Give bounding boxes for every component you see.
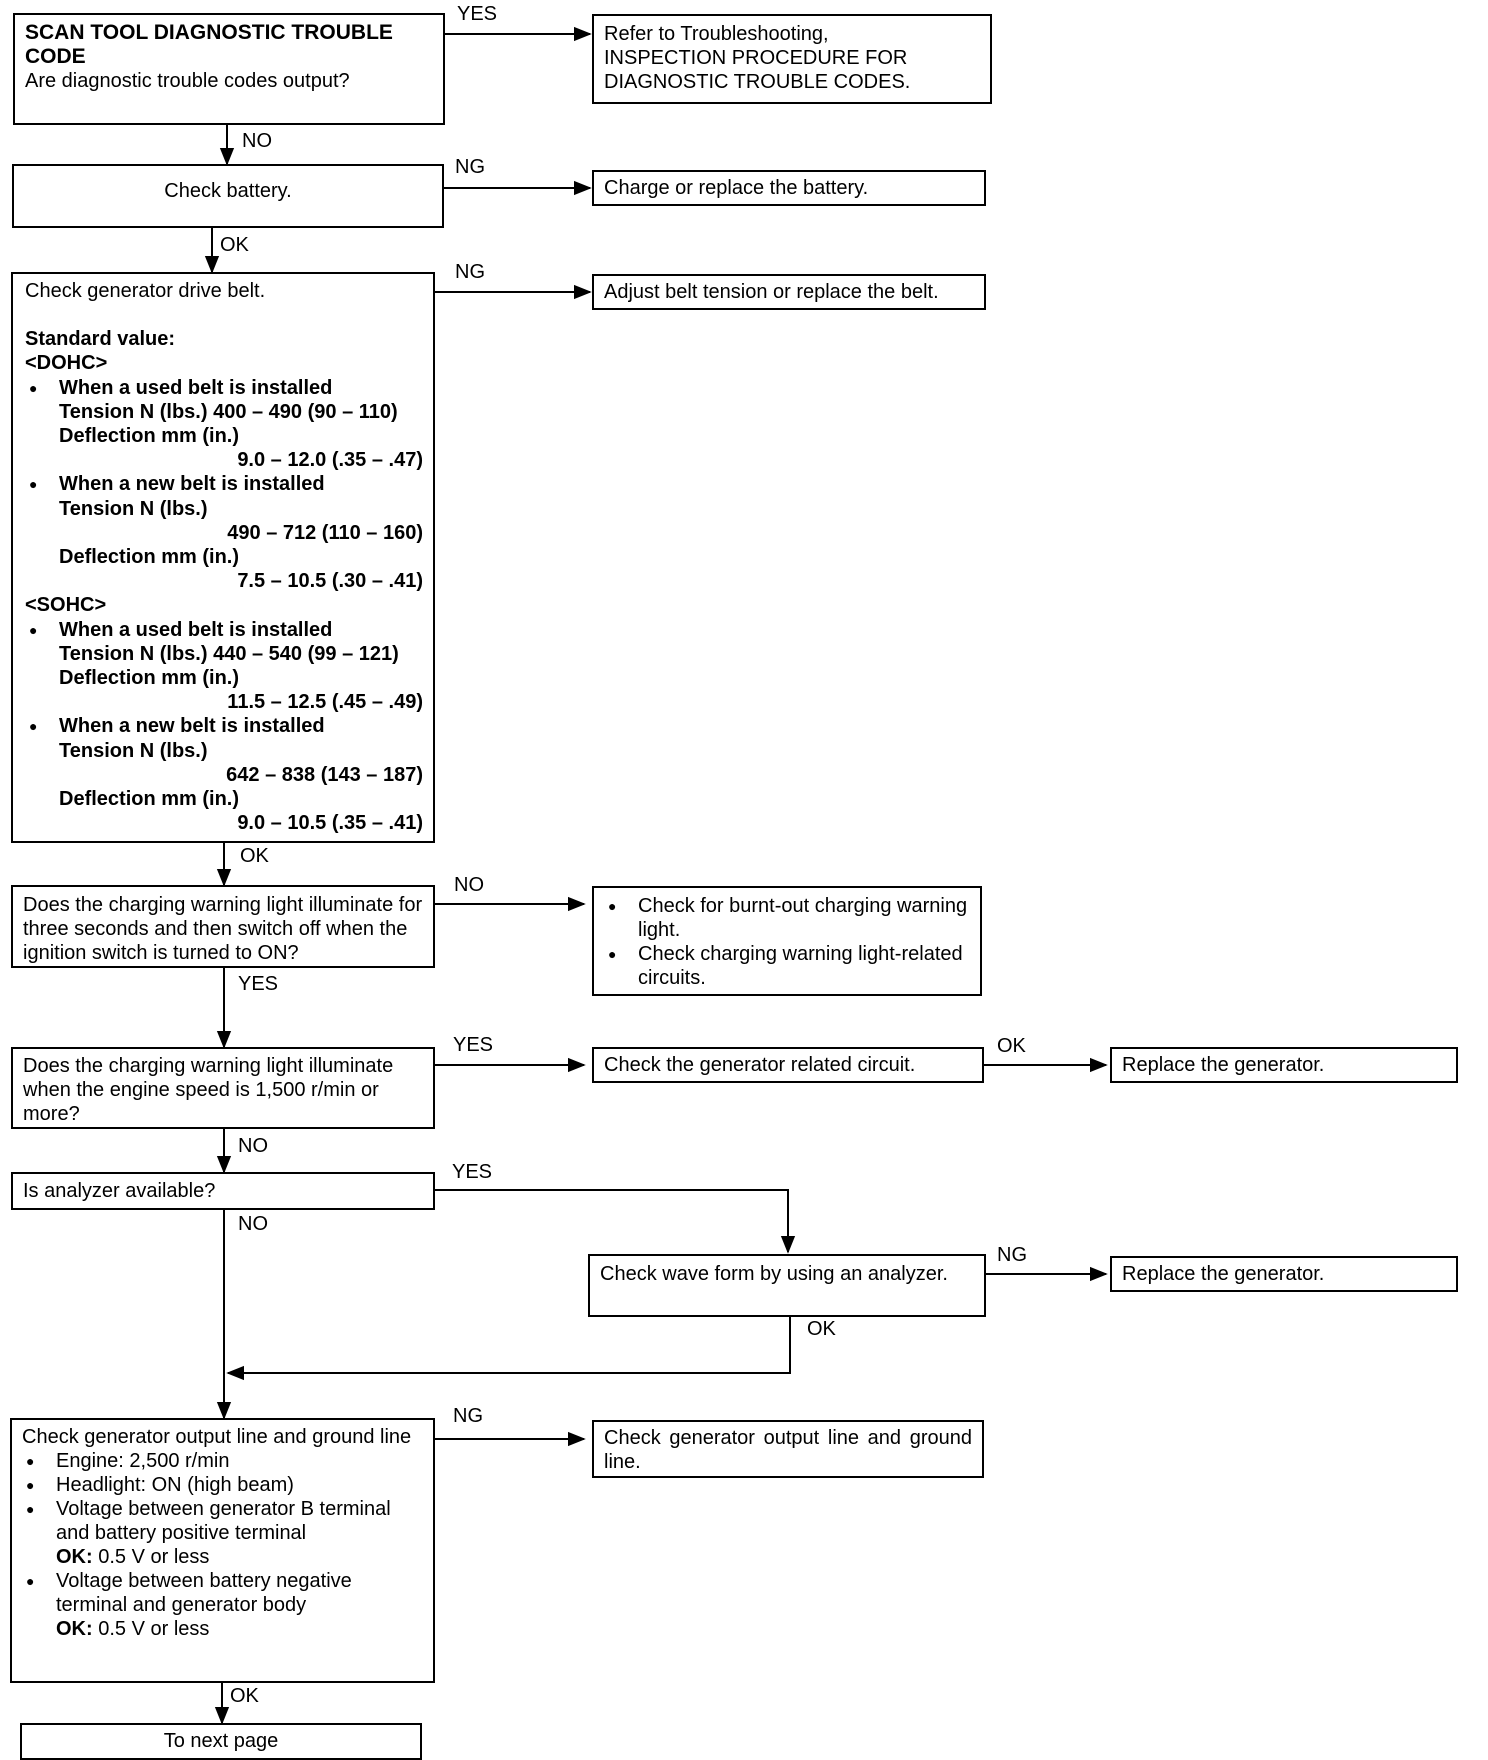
rpm-question-text: Does the charging warning light illumina…: [23, 1055, 394, 1125]
adjust-belt-box: Adjust belt tension or replace the belt.: [592, 274, 986, 310]
generator-circuit-box: Check the generator related circuit.: [592, 1047, 984, 1083]
belt-dohc-new: When a new belt is installed Tension N (…: [25, 472, 423, 593]
label-light-yes: YES: [238, 973, 279, 995]
belt-dohc-used: When a used belt is installed Tension N …: [25, 376, 423, 473]
waveform-text: Check wave form by using an analyzer.: [600, 1263, 948, 1285]
replace-generator-box-2: Replace the generator.: [1110, 1256, 1458, 1292]
replace-generator-box-1: Replace the generator.: [1110, 1047, 1458, 1083]
label-output-ok: OK: [230, 1685, 259, 1707]
check-battery-text: Check battery.: [164, 180, 292, 202]
belt-dohc-label: <DOHC>: [25, 352, 108, 375]
replace-generator-text-1: Replace the generator.: [1122, 1054, 1325, 1076]
charge-battery-box: Check battery. Charge or replace the bat…: [592, 170, 986, 206]
dtc-question-box: SCAN TOOL DIAGNOSTIC TROUBLE CODE Are di…: [13, 13, 445, 125]
warning-light-box: Does the charging warning light illumina…: [11, 885, 435, 968]
rpm-question-box: Does the charging warning light illumina…: [11, 1047, 435, 1129]
label-circuit-ok: OK: [997, 1035, 1026, 1057]
replace-generator-text-2: Replace the generator.: [1122, 1263, 1325, 1285]
label-battery-ok: OK: [220, 234, 249, 256]
output-item-engine: Engine: 2,500 r/min: [22, 1449, 423, 1473]
check-output-box: Check generator output line and ground l…: [592, 1420, 984, 1478]
output-item-b-terminal: Voltage between generator B terminal and…: [22, 1497, 423, 1569]
analyzer-question-box: Is analyzer available?: [11, 1172, 435, 1210]
belt-standard-label: Standard value:: [25, 328, 176, 351]
label-dtc-yes: YES: [457, 3, 498, 25]
label-wave-ng: NG: [997, 1244, 1027, 1266]
burnt-out-item-2: Check charging warning light-related cir…: [604, 942, 970, 990]
label-rpm-no: NO: [238, 1135, 268, 1157]
dtc-title: SCAN TOOL DIAGNOSTIC TROUBLE CODE: [25, 21, 393, 68]
refer-line-1: Refer to Troubleshooting,: [604, 23, 829, 45]
warning-light-text: Does the charging warning light illumina…: [23, 894, 423, 964]
label-rpm-yes: YES: [453, 1034, 494, 1056]
label-light-no: NO: [454, 874, 484, 896]
label-dtc-no: NO: [242, 130, 272, 152]
refer-box: Refer to Troubleshooting, INSPECTION PRO…: [592, 14, 992, 104]
next-page-text: To next page: [163, 1730, 279, 1752]
burnt-out-item-1: Check for burnt-out charging warning lig…: [604, 894, 970, 942]
output-line-title: Check generator output line and ground l…: [22, 1426, 412, 1448]
adjust-belt-text: Adjust belt tension or replace the belt.: [604, 281, 939, 303]
arrow-analyzer-yes: [435, 1189, 796, 1254]
belt-sohc-used: When a used belt is installed Tension N …: [25, 618, 423, 715]
label-battery-ng: NG: [455, 156, 485, 178]
label-belt-ng: NG: [455, 261, 485, 283]
next-page-box: To next page: [20, 1723, 422, 1760]
label-analyzer-no: NO: [238, 1213, 268, 1235]
check-battery-box: Check battery.: [12, 164, 444, 228]
output-line-box: Check generator output line and ground l…: [10, 1418, 435, 1683]
label-belt-ok: OK: [240, 845, 269, 867]
analyzer-question-text: Is analyzer available?: [23, 1180, 216, 1202]
belt-sohc-new: When a new belt is installed Tension N (…: [25, 714, 423, 835]
generator-circuit-text: Check the generator related circuit.: [604, 1054, 916, 1076]
refer-line-3: DIAGNOSTIC TROUBLE CODES.: [604, 71, 911, 93]
check-belt-box: Check generator drive belt. Standard val…: [11, 272, 435, 843]
output-item-headlight: Headlight: ON (high beam): [22, 1473, 423, 1497]
output-item-negative-terminal: Voltage between battery negative termina…: [22, 1569, 423, 1641]
label-output-ng: NG: [453, 1405, 483, 1427]
burnt-out-box: Check for burnt-out charging warning lig…: [592, 886, 982, 996]
belt-sohc-label: <SOHC>: [25, 594, 107, 617]
belt-sohc-list: When a used belt is installed Tension N …: [25, 618, 423, 836]
arrow-wave-ok: [226, 1317, 791, 1381]
charge-battery-label: Charge or replace the battery.: [604, 177, 869, 199]
check-output-text: Check generator output line and ground l…: [604, 1427, 972, 1473]
burnt-out-list: Check for burnt-out charging warning lig…: [604, 894, 970, 990]
refer-line-2: INSPECTION PROCEDURE FOR: [604, 47, 908, 69]
dtc-question: Are diagnostic trouble codes output?: [25, 70, 350, 92]
label-analyzer-yes: YES: [452, 1161, 493, 1183]
belt-title: Check generator drive belt.: [25, 280, 266, 302]
belt-dohc-list: When a used belt is installed Tension N …: [25, 376, 423, 594]
waveform-box: Check wave form by using an analyzer.: [588, 1254, 986, 1317]
output-line-list: Engine: 2,500 r/min Headlight: ON (high …: [22, 1449, 423, 1641]
label-wave-ok: OK: [807, 1318, 836, 1340]
